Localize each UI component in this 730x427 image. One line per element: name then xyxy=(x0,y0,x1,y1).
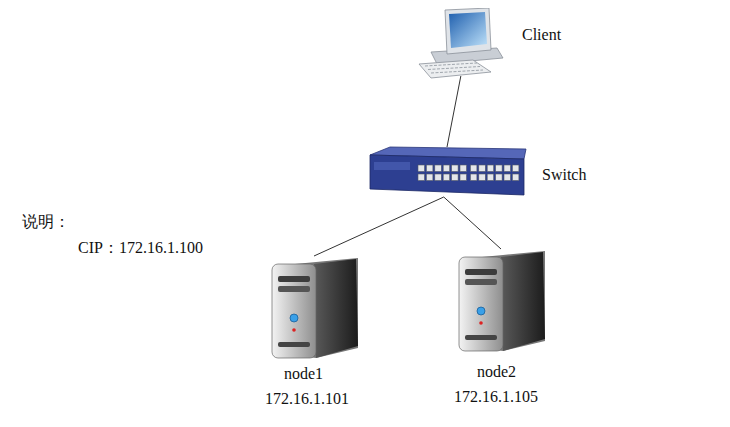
server-node: node1 172.16.1.101 xyxy=(262,254,374,414)
network-cable xyxy=(314,197,444,256)
client-computer: Client xyxy=(413,8,583,80)
ip-address: 172.16.1.105 xyxy=(454,387,538,406)
node-name: node2 xyxy=(477,362,516,381)
server-icon xyxy=(453,247,549,353)
server-node: node2 172.16.1.105 xyxy=(449,247,561,407)
ip-address: 172.16.1.101 xyxy=(265,389,349,408)
server-icon xyxy=(266,254,362,360)
pc-icon xyxy=(413,8,505,80)
switch-icon xyxy=(366,145,528,201)
network-cable xyxy=(444,197,501,249)
network-cable xyxy=(447,76,461,147)
note-text: CIP：172.16.1.100 xyxy=(78,238,203,257)
node-name: Switch xyxy=(542,165,586,184)
note-heading: 说明： xyxy=(22,212,70,231)
node-name: node1 xyxy=(284,364,323,383)
network-switch: Switch xyxy=(366,145,606,203)
node-name: Client xyxy=(522,25,561,44)
